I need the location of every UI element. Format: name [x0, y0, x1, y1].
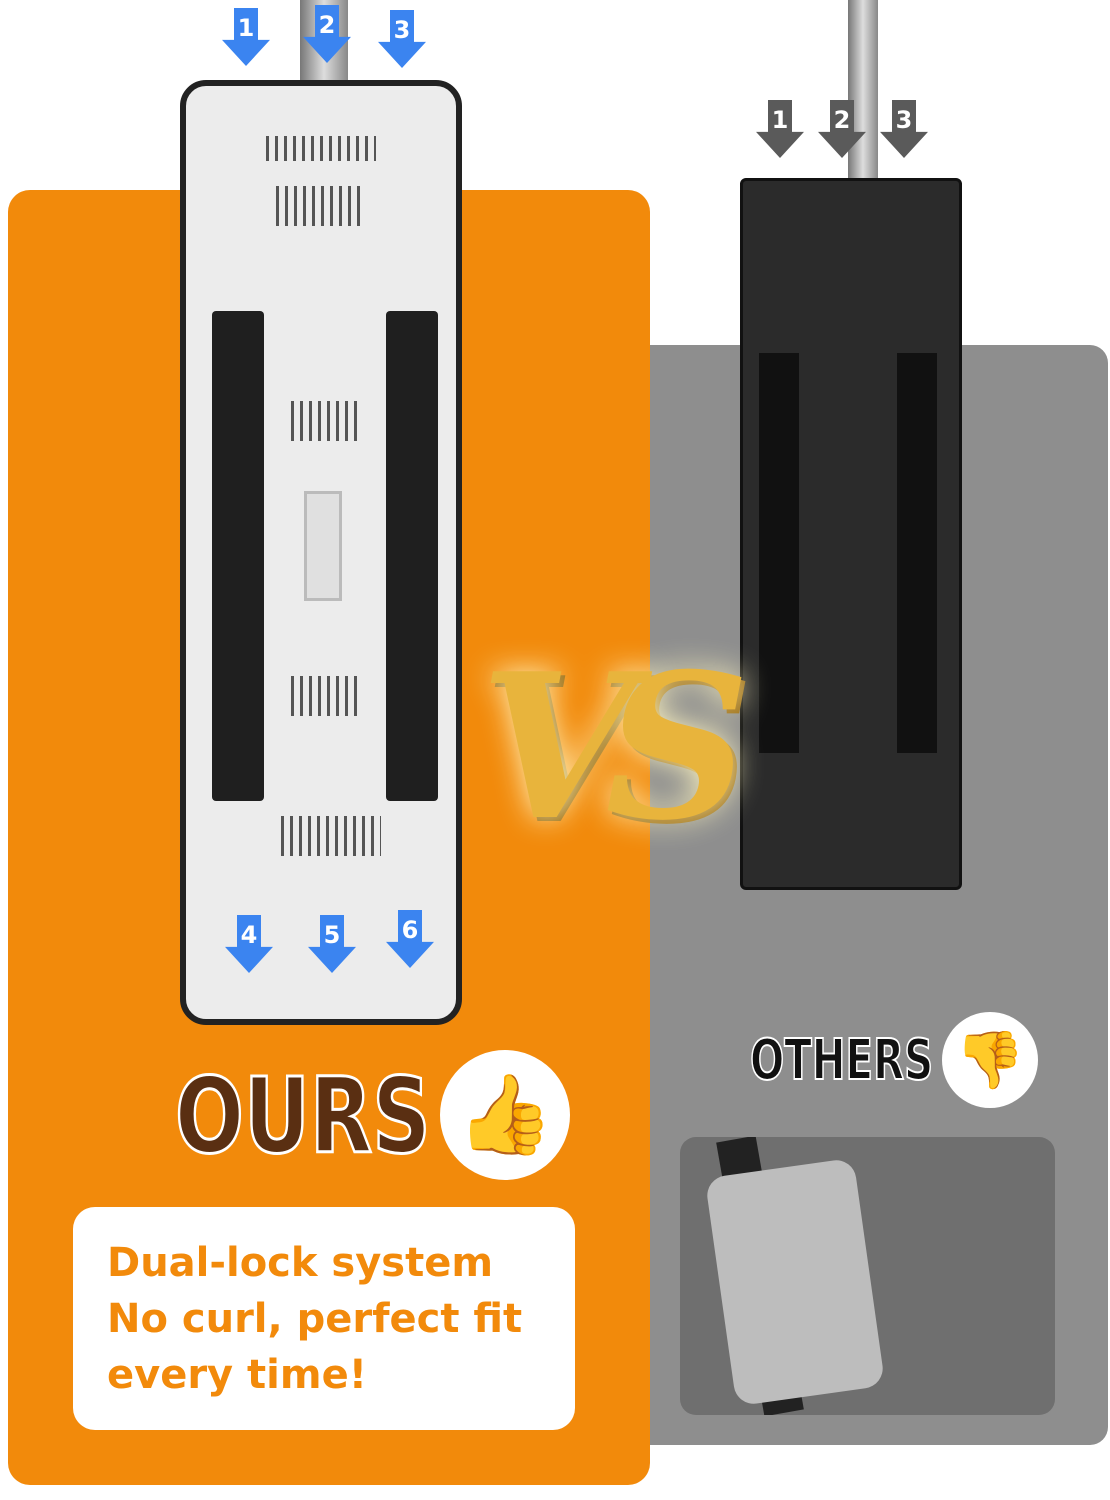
- velcro-strip: [386, 311, 438, 801]
- others-mop-plate: [740, 178, 962, 890]
- thumbs-up-icon: 👍: [440, 1050, 570, 1180]
- feature-line-1: Dual-lock system: [107, 1240, 494, 1286]
- vent: [266, 136, 376, 161]
- velcro-strip: [759, 353, 799, 753]
- handle-socket: [304, 491, 342, 601]
- others-arrow-1: 1: [756, 100, 804, 158]
- vs-label: VS: [480, 630, 750, 865]
- vent: [276, 186, 366, 226]
- others-mop-handle: [848, 0, 878, 180]
- feature-line-3: every time!: [107, 1352, 367, 1398]
- velcro-strip: [897, 353, 937, 753]
- others-curled-pad-photo: [680, 1137, 1055, 1415]
- others-label: OTHERS: [749, 1027, 934, 1094]
- feature-line-2: No curl, perfect fit: [107, 1296, 523, 1342]
- thumbs-down-icon: 👎: [942, 1012, 1038, 1108]
- ours-mop-plate: [180, 80, 462, 1025]
- ours-label: OURS: [174, 1054, 432, 1179]
- curled-mop-cloth: [704, 1157, 886, 1407]
- vent: [291, 401, 361, 441]
- vent: [281, 816, 381, 856]
- feature-card: Dual-lock system No curl, perfect fit ev…: [73, 1207, 575, 1430]
- others-arrow-3: 3: [880, 100, 928, 158]
- velcro-strip: [212, 311, 264, 801]
- arrow-1: 1: [222, 8, 270, 66]
- vent: [291, 676, 361, 716]
- arrow-3: 3: [378, 10, 426, 68]
